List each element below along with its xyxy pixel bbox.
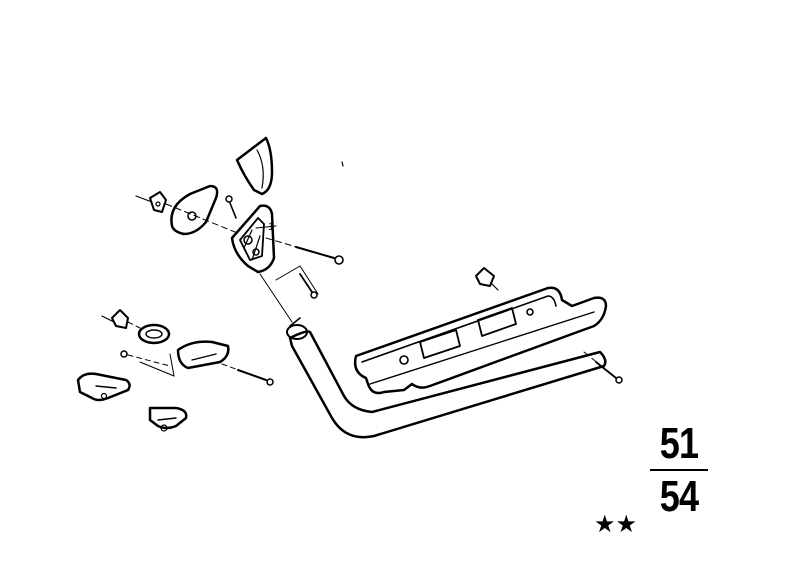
screw-lower [299,273,318,299]
callout-1-label: 1 [268,221,274,233]
callout-1: 1 [255,221,277,233]
group-code-divider [650,469,708,471]
armrest-body [353,286,608,395]
double-star-marker: ★★ [594,510,638,538]
pin-screw [225,195,237,219]
trim-cover [235,136,274,196]
group-code-top: 51 [659,419,699,468]
end-cap [139,340,230,377]
hinge-cover [76,372,131,402]
armrest-support-tube [286,317,607,439]
screw-right [265,237,344,265]
group-code-bottom: 54 [659,472,699,521]
ring-washer [137,323,171,345]
clip-nut-top [135,191,241,235]
oval-cover-plate [170,184,219,236]
screw-armrest [583,351,623,384]
spring-clip [148,406,188,432]
clip-nut-left [101,309,141,329]
screw-long-left [221,363,274,386]
stray-mark [341,161,344,167]
clip-nut-right [475,267,499,291]
mounting-bracket [230,204,276,274]
assembly-lines [259,265,319,323]
group-code: 51 54 [648,422,710,519]
screw-small-left [120,350,171,367]
